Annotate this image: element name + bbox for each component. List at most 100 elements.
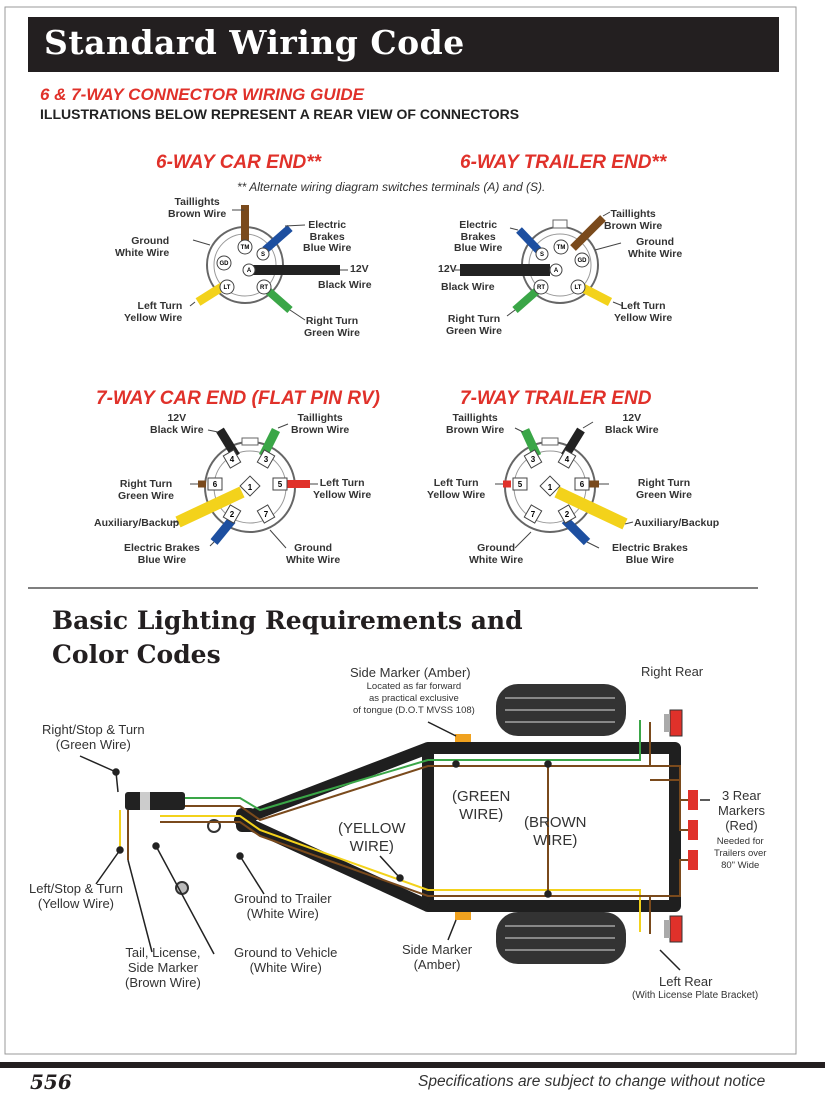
svg-text:S: S xyxy=(261,252,265,258)
left-rear-note: (With License Plate Bracket) xyxy=(632,990,759,1001)
svg-text:TM: TM xyxy=(241,245,250,251)
ground-vehicle-label: Ground to Vehicle(White Wire) xyxy=(234,945,338,975)
rear-marker-2 xyxy=(688,820,698,840)
svg-text:LT: LT xyxy=(224,285,231,291)
trailer-diagram xyxy=(79,684,710,971)
svg-text:GD: GD xyxy=(578,258,588,264)
svg-text:4: 4 xyxy=(565,455,570,464)
svg-text:6: 6 xyxy=(580,480,585,489)
svg-text:RT: RT xyxy=(537,285,545,291)
seven-car-diagram: 4 3 6 5 2 7 1 xyxy=(172,423,318,549)
side-marker-top-label: Side Marker (Amber) xyxy=(350,665,471,680)
seven-car-title: 7-WAY CAR END (FLAT PIN RV) xyxy=(96,388,380,409)
ground-trailer-label: Ground to Trailer(White Wire) xyxy=(234,891,332,921)
page-title: Standard Wiring Code xyxy=(44,23,465,62)
six-trailer-12v-label: 12V xyxy=(438,263,457,275)
svg-text:LT: LT xyxy=(575,285,582,291)
blue-wire xyxy=(262,224,293,254)
svg-text:1: 1 xyxy=(548,483,553,492)
alternate-note: ** Alternate wiring diagram switches ter… xyxy=(237,180,546,194)
svg-text:7: 7 xyxy=(531,510,536,519)
side-marker-bottom xyxy=(455,912,471,920)
svg-text:1: 1 xyxy=(248,483,253,492)
side-marker-bottom-label: Side Marker(Amber) xyxy=(402,942,473,972)
right-rear-label: Right Rear xyxy=(641,664,704,679)
footer-bar xyxy=(0,1062,825,1068)
seven-trailer-title: 7-WAY TRAILER END xyxy=(460,388,652,409)
svg-text:6: 6 xyxy=(213,480,218,489)
footer-notice: Specifications are subject to change wit… xyxy=(418,1073,766,1090)
svg-text:A: A xyxy=(247,268,252,274)
tail-license-label: Tail, License,Side Marker(Brown Wire) xyxy=(125,945,201,990)
svg-text:5: 5 xyxy=(278,480,283,489)
page-header: Standard Wiring Code xyxy=(28,17,779,72)
svg-text:TM: TM xyxy=(557,245,566,251)
side-marker-top xyxy=(455,734,471,742)
svg-text:S: S xyxy=(540,252,544,258)
six-car-title: 6-WAY CAR END** xyxy=(156,152,322,173)
svg-text:4: 4 xyxy=(230,455,235,464)
six-car-diagram: TM S GD A LT RT xyxy=(189,205,348,321)
six-trailer-black-label: Black Wire xyxy=(441,281,495,293)
rear-marker-1 xyxy=(688,790,698,810)
guide-subtitle: ILLUSTRATIONS BELOW REPRESENT A REAR VIE… xyxy=(40,106,520,122)
svg-text:2: 2 xyxy=(230,510,235,519)
svg-text:RT: RT xyxy=(260,285,268,291)
six-trailer-diagram: TM S GD A RT LT xyxy=(455,211,624,317)
right-stop-label: Right/Stop & Turn(Green Wire) xyxy=(42,722,145,752)
page-border xyxy=(4,6,797,1055)
left-rear-label: Left Rear xyxy=(659,974,713,989)
rear-marker-3 xyxy=(688,850,698,870)
svg-text:7: 7 xyxy=(264,510,269,519)
six-trailer-title: 6-WAY TRAILER END** xyxy=(460,152,667,173)
trailer-frame xyxy=(234,742,681,912)
six-car-12v-label: 12V xyxy=(350,263,369,275)
right-rear-light xyxy=(669,709,683,737)
seven-trailer-diagram: 3 4 5 6 7 2 1 xyxy=(495,421,634,549)
six-car-black-label: Black Wire xyxy=(318,279,372,291)
plug xyxy=(125,792,185,810)
svg-text:A: A xyxy=(554,268,559,274)
left-rear-light xyxy=(669,915,683,943)
page-number: 556 xyxy=(30,1070,72,1094)
svg-text:5: 5 xyxy=(518,480,523,489)
bottom-tire xyxy=(496,912,626,964)
guide-title: 6 & 7-WAY CONNECTOR WIRING GUIDE xyxy=(40,85,364,104)
left-stop-label: Left/Stop & Turn(Yellow Wire) xyxy=(29,881,123,911)
svg-text:2: 2 xyxy=(565,510,570,519)
seven-car-aux-label: Auxiliary/Backup xyxy=(94,517,180,529)
svg-text:3: 3 xyxy=(264,455,269,464)
seven-trailer-aux-label: Auxiliary/Backup xyxy=(634,517,720,529)
top-tire xyxy=(496,684,626,736)
svg-text:GD: GD xyxy=(220,261,230,267)
